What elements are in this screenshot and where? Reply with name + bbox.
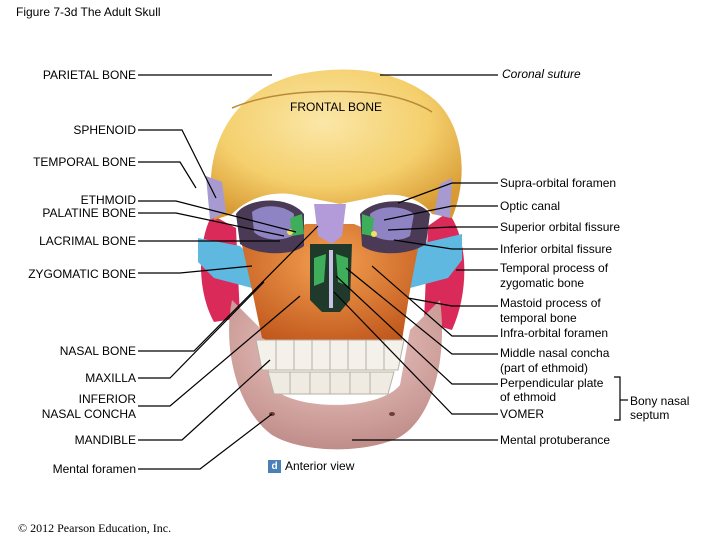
- coronal-suture-line: [231, 90, 433, 113]
- label-coronal-suture: Coronal suture: [502, 67, 581, 81]
- frontal-bone-shape: [210, 69, 462, 220]
- vomer-shape: [329, 250, 333, 308]
- label-perpendicular-plate-1: Perpendicular plate: [500, 376, 604, 390]
- label-mastoid-process-1: Mastoid process of: [500, 296, 601, 310]
- palatine-right: [371, 231, 377, 237]
- view-label: Anterior view: [285, 459, 355, 473]
- copyright-notice: © 2012 Pearson Education, Inc.: [18, 521, 172, 535]
- label-temporal-process-2: zygomatic bone: [500, 276, 585, 290]
- label-superior-orbital-fissure: Superior orbital fissure: [500, 220, 621, 234]
- ethmoid-left: [290, 214, 304, 236]
- label-middle-nasal-concha-2: (part of ethmoid): [500, 361, 589, 375]
- label-perpendicular-plate-2: of ethmoid: [500, 390, 557, 404]
- ethmoid-right: [362, 214, 374, 236]
- view-badge: d: [268, 460, 281, 473]
- label-mandible: MANDIBLE: [74, 433, 136, 447]
- label-inferior-nasal-concha-1: INFERIOR: [78, 392, 136, 406]
- label-infra-orbital-foramen: Infra-orbital foramen: [500, 326, 609, 340]
- label-sphenoid: SPHENOID: [73, 123, 136, 137]
- label-mental-protuberance: Mental protuberance: [500, 433, 611, 447]
- label-bony-nasal-septum-2: septum: [630, 408, 670, 422]
- label-maxilla: MAXILLA: [85, 371, 136, 385]
- label-temporal-process-1: Temporal process of: [500, 261, 609, 275]
- zygomatic-left: [198, 238, 262, 288]
- label-inferior-nasal-concha-2: NASAL CONCHA: [41, 407, 136, 421]
- mandible-shape: [229, 300, 443, 450]
- view-caption: d Anterior view: [268, 459, 354, 474]
- label-middle-nasal-concha-1: Middle nasal concha: [500, 346, 610, 360]
- label-zygomatic-bone: ZYGOMATIC BONE: [28, 267, 136, 281]
- nasal-bone-shape: [314, 204, 346, 244]
- label-bony-nasal-septum-1: Bony nasal: [630, 394, 690, 408]
- label-palatine-bone: PALATINE BONE: [42, 206, 136, 220]
- leader-lines: [138, 74, 628, 470]
- label-frontal-bone: FRONTAL BONE: [290, 100, 383, 114]
- label-supra-orbital-foramen: Supra-orbital foramen: [500, 176, 617, 190]
- middle-concha: [314, 254, 326, 286]
- label-ethmoid: ETHMOID: [80, 193, 136, 207]
- figure-title: Figure 7-3d The Adult Skull: [16, 5, 161, 19]
- label-lacrimal-bone: LACRIMAL BONE: [39, 234, 136, 248]
- label-mastoid-process-2: temporal bone: [500, 311, 577, 325]
- label-parietal-bone: PARIETAL BONE: [42, 68, 136, 82]
- sphenoid-right: [434, 178, 452, 218]
- label-optic-canal: Optic canal: [500, 199, 561, 213]
- label-temporal-bone: TEMPORAL BONE: [33, 155, 136, 169]
- label-mental-foramen: Mental foramen: [52, 462, 136, 476]
- lower-teeth: [267, 371, 395, 395]
- label-inferior-orbital-fissure: Inferior orbital fissure: [500, 242, 613, 256]
- label-nasal-bone: NASAL BONE: [59, 344, 136, 358]
- label-vomer: VOMER: [500, 407, 545, 421]
- mental-foramen-right: [389, 412, 395, 416]
